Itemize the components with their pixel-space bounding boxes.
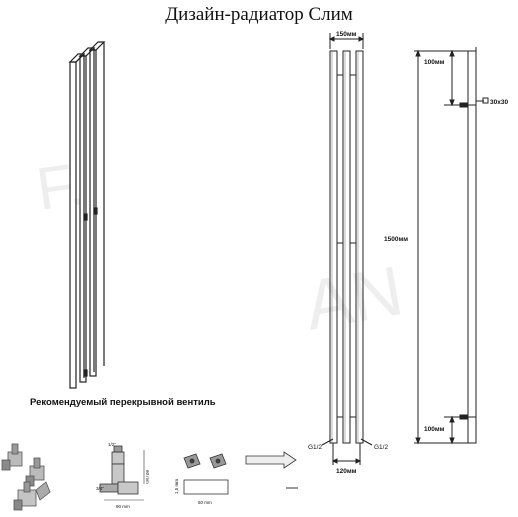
valve-photo [1, 443, 51, 511]
divider [286, 487, 298, 489]
profile-label: 30x30 [490, 99, 508, 106]
top-offset-label: 100мм [424, 59, 445, 66]
connection-spacing-label: 120мм [336, 468, 357, 475]
radiator-3d-view [68, 41, 106, 389]
width-dimension-label: 150мм [336, 31, 357, 38]
valve-caption: Рекомендуемый перекрывной вентиль [30, 397, 216, 408]
connection-left-label: G1/2 [308, 444, 322, 451]
svg-text:AN: AN [299, 251, 408, 345]
bracket-height: 1,5 mm [174, 479, 179, 494]
connection-right-label: G1/2 [374, 444, 388, 451]
svg-text:F.: F. [32, 150, 88, 223]
valve-width: 90 mm [116, 504, 130, 509]
radiator-front-drawing: 150мм 100мм 30x30 1500мм 100мм G1/2 G1/2… [308, 31, 508, 475]
arrow-icon [245, 451, 297, 469]
page-title: Дизайн-радиатор Слим [165, 4, 353, 25]
height-dimension-label: 1500мм [384, 236, 408, 243]
valve-thread-top: 1/2" [108, 442, 116, 447]
bottom-offset-label: 100мм [424, 426, 445, 433]
bracket-drawing: 1,5 mm 60 mm [174, 453, 229, 505]
valve-height: 60 mm [145, 470, 150, 484]
bracket-width: 60 mm [198, 500, 212, 505]
valve-drawing: 1/2" 3/4" 60 mm 90 mm [96, 442, 150, 509]
valve-thread-side: 3/4" [96, 486, 104, 491]
